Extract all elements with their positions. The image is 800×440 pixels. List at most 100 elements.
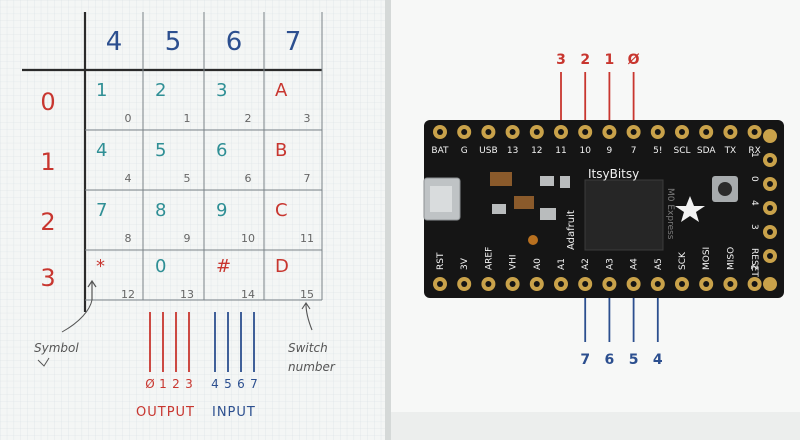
top-pin-label: 12	[531, 146, 542, 156]
board-right-pads	[763, 129, 777, 291]
key-symbol: #	[216, 256, 231, 277]
switch-number: 7	[304, 172, 311, 185]
switch-number: 0	[125, 112, 132, 125]
input-label: INPUT	[212, 405, 256, 420]
bottom-pad-hole	[654, 281, 661, 287]
top-pin-label: 11	[555, 146, 566, 156]
board-brand: Adafruit	[566, 210, 577, 250]
key-symbol: *	[96, 256, 105, 277]
top-pin-label: 10	[579, 146, 591, 156]
output-label: OUTPUT	[136, 405, 195, 420]
bottom-pin-label: A2	[581, 258, 591, 270]
bottom-pad-hole	[509, 281, 516, 287]
top-pad-hole	[654, 129, 661, 135]
bottom-pin-label: SCK	[678, 251, 688, 270]
key-symbol: 9	[216, 200, 227, 221]
output-board-wire-label: 1	[605, 52, 615, 68]
key-symbol: 6	[216, 140, 227, 161]
keypad-cell: 89	[155, 200, 191, 245]
output-wire-number: 3	[185, 377, 193, 391]
switch-number: 10	[241, 232, 255, 245]
right-pin-label: 3	[749, 224, 759, 230]
key-symbol: 3	[216, 80, 227, 101]
switch-number: 11	[300, 232, 314, 245]
key-symbol: 4	[96, 140, 107, 161]
switch-number: 6	[245, 172, 252, 185]
microcontroller-chip	[584, 179, 664, 251]
symbol-annotation: Symbol	[34, 279, 97, 367]
switch-number: 2	[245, 112, 252, 125]
bottom-pad-hole	[727, 281, 734, 287]
top-pin-label: 5!	[653, 146, 662, 156]
key-symbol: 7	[96, 200, 107, 221]
board-top-pads	[433, 125, 762, 139]
top-pad-hole	[679, 129, 685, 135]
top-pad-hole	[630, 129, 637, 135]
right-pad-hole	[767, 157, 773, 163]
key-symbol: 8	[155, 200, 166, 221]
bottom-pad-hole	[751, 281, 758, 287]
top-pad-hole	[437, 129, 443, 135]
output-board-wire-label: 3	[556, 52, 566, 68]
top-pad-hole	[558, 129, 564, 135]
bottom-pin-label: MISO	[726, 247, 736, 270]
switch-number: 4	[125, 172, 132, 185]
input-wire-number: 7	[250, 377, 258, 391]
bottom-pad-hole	[485, 281, 492, 287]
output-wire-number: Ø	[145, 377, 154, 391]
column-header: 5	[165, 27, 182, 57]
key-symbol: C	[275, 200, 288, 221]
board-name: ItsyBitsy	[588, 167, 639, 181]
top-pad-hole	[751, 129, 758, 135]
bottom-pin-label: 3V	[460, 257, 470, 270]
key-symbol: 2	[155, 80, 166, 101]
keypad-cell: D15	[275, 256, 314, 301]
matrix-wires	[149, 312, 255, 372]
key-symbol: B	[275, 140, 287, 161]
keypad-cell: 55	[155, 140, 191, 185]
bottom-pin-label: A3	[605, 258, 615, 270]
right-pad	[763, 277, 777, 291]
bottom-pad-hole	[630, 281, 637, 287]
right-pin-label: 0	[749, 176, 759, 182]
top-pin-label: RX	[748, 146, 760, 156]
top-pin-label: SCL	[673, 146, 690, 156]
top-pin-label: USB	[479, 146, 497, 156]
right-pad-hole	[767, 253, 773, 259]
keypad-cell: 32	[216, 80, 252, 125]
keypad-cell: 9 10	[216, 200, 255, 245]
column-header: 6	[226, 27, 243, 57]
switch-number: 8	[125, 232, 132, 245]
grid-paper-sheet	[0, 0, 385, 440]
keypad-cell: 78	[96, 200, 132, 245]
right-pin-label: 4	[749, 200, 759, 206]
switch-number: 12	[121, 288, 135, 301]
bottom-pad-hole	[461, 281, 468, 287]
bottom-pin-label: A5	[654, 258, 664, 270]
top-pin-label: 9	[607, 146, 613, 156]
column-header: 4	[106, 27, 123, 57]
right-pin-label: 1	[749, 152, 759, 158]
symbol-annotation-label: Symbol	[34, 341, 79, 355]
switch-number: 5	[184, 172, 191, 185]
top-pad-hole	[606, 129, 613, 135]
bottom-pad-hole	[679, 281, 685, 287]
input-board-wire-label: 6	[605, 352, 615, 368]
bottom-pin-label: A0	[533, 258, 543, 270]
row-header: 1	[40, 148, 55, 176]
switch-number: 9	[184, 232, 191, 245]
right-pin-label: RESET	[749, 248, 759, 277]
output-wire-number: 2	[172, 377, 180, 391]
adafruit-star-logo	[675, 196, 705, 222]
bottom-pin-label: RST	[436, 252, 446, 270]
right-pad-hole	[767, 229, 773, 235]
output-board-wire-label: 2	[580, 52, 590, 68]
key-symbol: 0	[155, 256, 166, 277]
top-pad-hole	[485, 129, 492, 135]
top-pin-label: BAT	[431, 146, 449, 156]
row-header: 0	[40, 88, 55, 116]
